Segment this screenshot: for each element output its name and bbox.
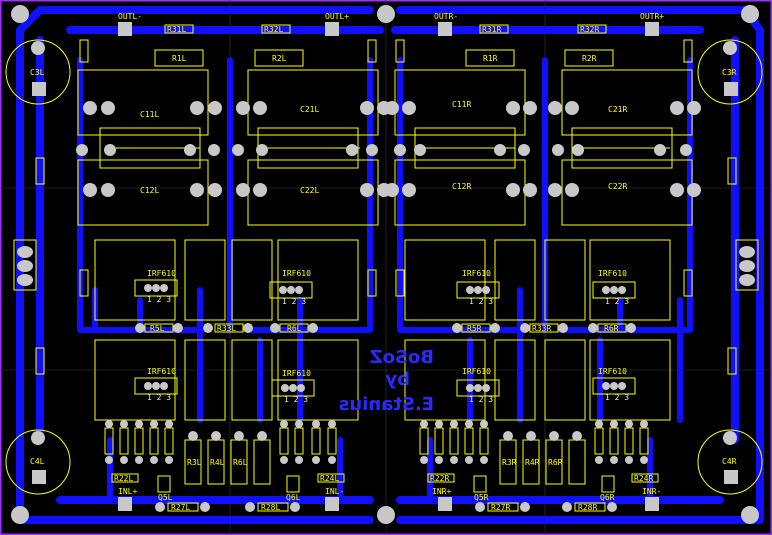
inr-minus-label: INR- <box>642 487 661 496</box>
r5l-label: R5L <box>150 324 165 333</box>
r27r-label: R27R <box>491 503 510 512</box>
r33r-label: R33R <box>532 324 551 333</box>
r2l-label: R2L <box>272 54 287 63</box>
mosfet-pin-label-4: 1 2 3 <box>605 297 629 306</box>
c22l-label: C22L <box>300 186 319 195</box>
bottom-resistor-bank <box>104 427 649 485</box>
r4r-label: R4R <box>525 458 540 467</box>
bottom-small-pads <box>155 502 617 512</box>
mosfet-pin-label-3: 1 2 3 <box>469 297 493 306</box>
r27l-label: R27L <box>171 503 190 512</box>
inl-minus-label: INL- <box>325 487 344 496</box>
mounting-holes <box>11 5 759 524</box>
r2r-label: R2R <box>582 54 597 63</box>
r32l-label: R32L <box>264 25 283 34</box>
bottom-bank-pads <box>105 420 648 464</box>
c11r-label: C11R <box>452 100 471 109</box>
r6r-bottom-label: R6R <box>548 458 563 467</box>
outr-plus-label: OUTR+ <box>640 12 664 21</box>
credit-line-2: by <box>385 369 410 390</box>
r6r-label: R6R <box>604 324 619 333</box>
inr-plus-label: INR+ <box>432 487 451 496</box>
film-cap-pads <box>76 101 701 197</box>
mosfet-pin-label-2: 1 2 3 <box>282 297 306 306</box>
mosfet-label-1: IRF610 <box>147 269 176 278</box>
mosfet-label-3: IRF610 <box>462 269 491 278</box>
mosfet-pins <box>144 284 626 392</box>
r22l-label: R22L <box>114 474 133 483</box>
film-cap-outlines <box>77 69 693 226</box>
mosfet-packages <box>134 279 636 397</box>
inl-plus-label: INL+ <box>118 487 137 496</box>
r24l-label: R24L <box>320 474 339 483</box>
r1l-label: R1L <box>172 54 187 63</box>
q5r-label: Q5R <box>474 493 489 502</box>
c22r-label: C22R <box>608 182 627 191</box>
r24r-label: R24R <box>634 474 653 483</box>
mosfet-label-2: IRF610 <box>282 269 311 278</box>
r3l-label: R3L <box>187 458 202 467</box>
c12l-label: C12L <box>140 186 159 195</box>
r33l-label: R33L <box>217 324 236 333</box>
c11l-label: C11L <box>140 110 159 119</box>
connector-pads <box>118 22 659 511</box>
mosfet-pin-label-8: 1 2 3 <box>605 393 629 402</box>
r6l-label: R6L <box>287 324 302 333</box>
mosfet-label-4: IRF610 <box>598 269 627 278</box>
power-terminals <box>13 239 759 291</box>
credit-line-3: E.Stanius <box>339 394 434 415</box>
mosfet-pin-label-6: 1 2 3 <box>284 395 308 404</box>
mosfet-label-5: IRF610 <box>147 367 176 376</box>
q6l-label: Q6L <box>286 493 301 502</box>
r5r-label: R5R <box>467 324 482 333</box>
mosfet-pin-label-5: 1 2 3 <box>147 393 171 402</box>
bottom-small-resistors <box>111 473 659 512</box>
r6l-bottom-label: R6L <box>233 458 248 467</box>
r1r-label: R1R <box>483 54 498 63</box>
q6r-label: Q6R <box>600 493 615 502</box>
mosfet-pin-label-1: 1 2 3 <box>147 295 171 304</box>
power-resistors <box>154 49 614 67</box>
c3l-label: C3L <box>30 68 45 77</box>
c4l-label: C4L <box>30 457 45 466</box>
c21r-label: C21R <box>608 105 627 114</box>
c21l-label: C21L <box>300 105 319 114</box>
r22r-label: R22R <box>430 474 449 483</box>
c3r-label: C3R <box>722 68 737 77</box>
r4l-label: R4L <box>210 458 225 467</box>
mosfet-label-7: IRF610 <box>462 367 491 376</box>
outr-minus-label: OUTR- <box>434 12 458 21</box>
side-resistors <box>35 39 737 375</box>
credit-line-1: BoSoZ <box>370 347 434 368</box>
c4r-label: C4R <box>722 457 737 466</box>
credit-text: BoSoZ by E.Stanius <box>339 347 434 415</box>
outl-plus-label: OUTL+ <box>325 12 349 21</box>
mid-resistor-pads <box>135 323 636 333</box>
r3r-label: R3R <box>502 458 517 467</box>
r28r-label: R28R <box>578 503 597 512</box>
q5l-label: Q5L <box>158 493 173 502</box>
r32r-label: R32R <box>580 25 599 34</box>
r28l-label: R28L <box>261 503 280 512</box>
mosfet-label-8: IRF610 <box>598 367 627 376</box>
r31r-label: R31R <box>482 25 501 34</box>
mosfet-label-6: IRF610 <box>282 369 311 378</box>
r31l-label: R31L <box>167 25 186 34</box>
top-resistors <box>164 24 607 34</box>
c12r-label: C12R <box>452 182 471 191</box>
mosfet-pin-label-7: 1 2 3 <box>469 395 493 404</box>
electrolytic-caps <box>5 39 763 495</box>
outl-minus-label: OUTL- <box>118 12 142 21</box>
jfet-packages <box>157 475 615 493</box>
